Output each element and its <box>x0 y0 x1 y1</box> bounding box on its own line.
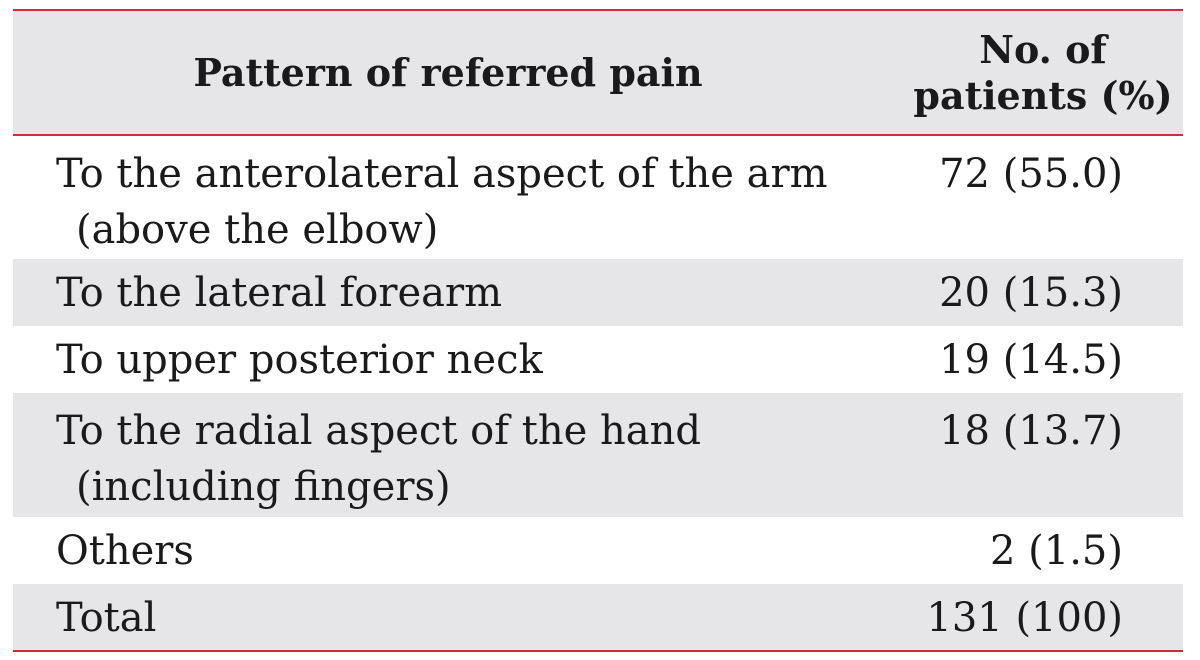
table-row: To the lateral forearm 20 (15.3) <box>13 259 1183 326</box>
row-value: 72 (55.0) <box>939 151 1123 197</box>
referred-pain-table-container: Pattern of referred pain No. of patients… <box>13 9 1183 652</box>
header-patients-line1: No. of <box>979 26 1107 72</box>
row-label: Total <box>13 584 883 652</box>
row-label-line1: To the radial aspect of the hand <box>56 408 701 454</box>
row-label: Others <box>56 528 194 574</box>
row-value: 18 (13.7) <box>939 408 1123 454</box>
row-label: To upper posterior neck <box>56 337 543 383</box>
row-label-line1: To the anterolateral aspect of the arm <box>56 151 828 197</box>
row-value: 2 (1.5) <box>990 528 1123 574</box>
table-row-total: Total 131 (100) <box>13 584 1183 652</box>
header-patients-line2: patients (%) <box>913 72 1173 118</box>
row-label-line2: (including fingers) <box>76 464 451 510</box>
row-value: 131 (100) <box>883 584 1183 652</box>
table-header: Pattern of referred pain No. of patients… <box>13 9 1183 136</box>
header-pattern: Pattern of referred pain <box>13 9 883 136</box>
header-patients: No. of patients (%) <box>883 9 1183 136</box>
table-row: To upper posterior neck 19 (14.5) <box>13 326 1183 393</box>
table-body: To the anterolateral aspect of the arm (… <box>13 135 1183 652</box>
referred-pain-table: Pattern of referred pain No. of patients… <box>13 9 1183 652</box>
header-row: Pattern of referred pain No. of patients… <box>13 9 1183 136</box>
row-label: To the lateral forearm <box>56 270 503 316</box>
table-row: To the anterolateral aspect of the arm (… <box>13 135 1183 259</box>
row-label: To the radial aspect of the hand (includ… <box>13 393 883 517</box>
row-value: 19 (14.5) <box>939 337 1123 383</box>
table-row: To the radial aspect of the hand (includ… <box>13 393 1183 517</box>
row-value: 20 (15.3) <box>939 270 1123 316</box>
row-label-line2: (above the elbow) <box>76 207 439 253</box>
table-row: Others 2 (1.5) <box>13 517 1183 584</box>
row-label: To the anterolateral aspect of the arm (… <box>13 135 883 259</box>
